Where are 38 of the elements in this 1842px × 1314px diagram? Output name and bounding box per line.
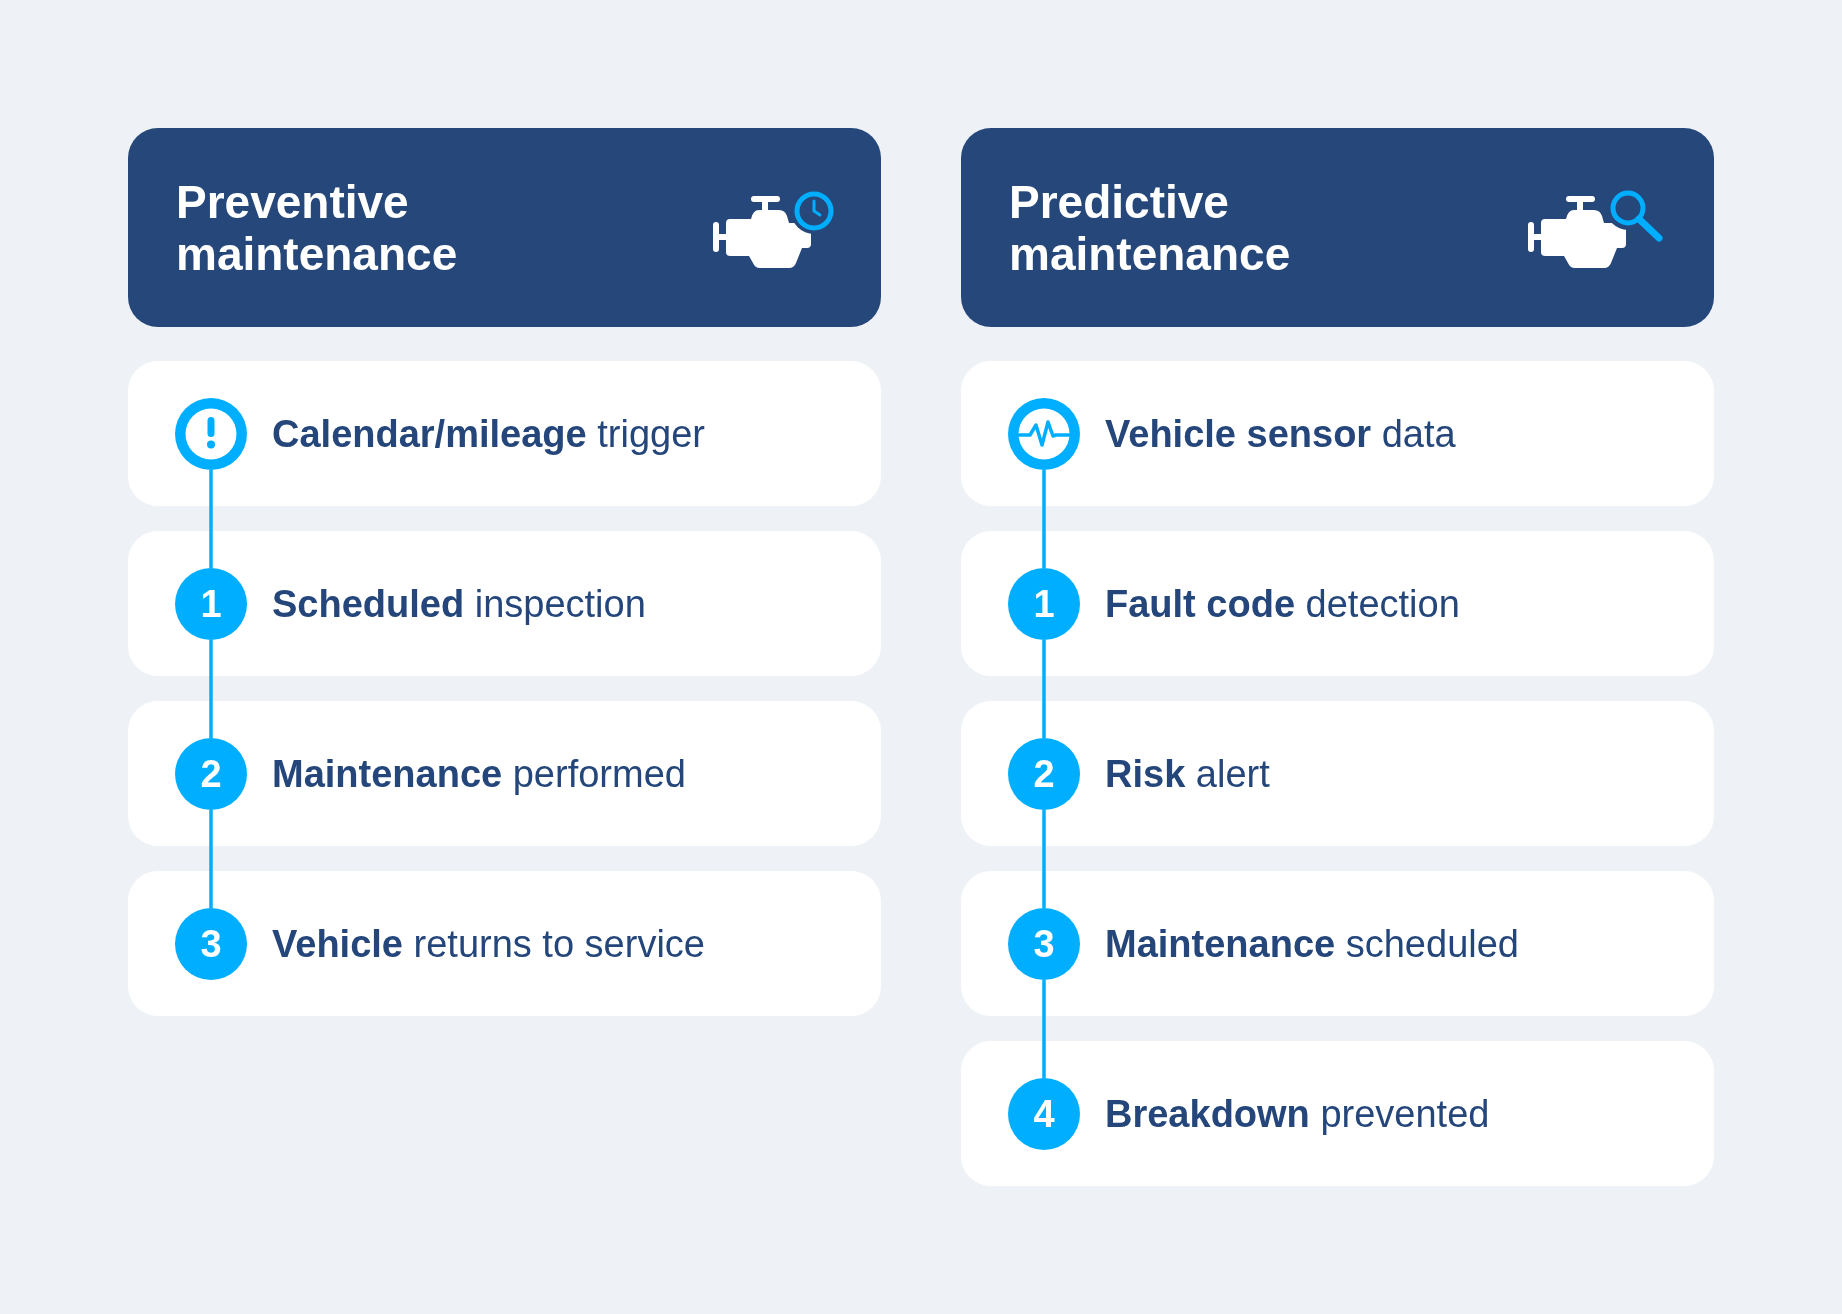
step-card [128,871,881,1016]
step-label: Breakdown prevented [1105,1091,1490,1137]
connector-line [209,810,213,908]
step-label: Maintenance scheduled [1105,921,1519,967]
header-title: Predictive maintenance [1009,175,1292,280]
connector-line [1042,470,1046,568]
step-card [961,701,1714,846]
step-label: Vehicle sensor data [1105,411,1456,457]
step-card [961,531,1714,676]
step-label: Risk alert [1105,751,1270,797]
connector-line [1042,640,1046,738]
step-card [961,1041,1714,1186]
step-number: 1 [1008,568,1080,640]
step-number: 2 [175,738,247,810]
step-label: Fault code detection [1105,581,1460,627]
step-card [128,701,881,846]
step-card [128,531,881,676]
connector-line [209,640,213,738]
step-number: 2 [1008,738,1080,810]
step-card [128,361,881,506]
step-number: 3 [175,908,247,980]
step-number: 3 [1008,908,1080,980]
step-label: Maintenance performed [272,751,686,797]
connector-line [1042,980,1046,1078]
alert-icon [175,398,247,470]
step-card [961,361,1714,506]
header-title: Preventive maintenance [176,175,459,280]
connector-line [209,470,213,568]
step-label: Vehicle returns to service [272,921,705,967]
connector-line [1042,810,1046,908]
step-number: 1 [175,568,247,640]
step-number: 4 [1008,1078,1080,1150]
step-label: Scheduled inspection [272,581,646,627]
step-card [961,871,1714,1016]
column-header [128,128,881,327]
pulse-icon [1008,398,1080,470]
step-label: Calendar/mileage trigger [272,411,705,457]
column-header [961,128,1714,327]
